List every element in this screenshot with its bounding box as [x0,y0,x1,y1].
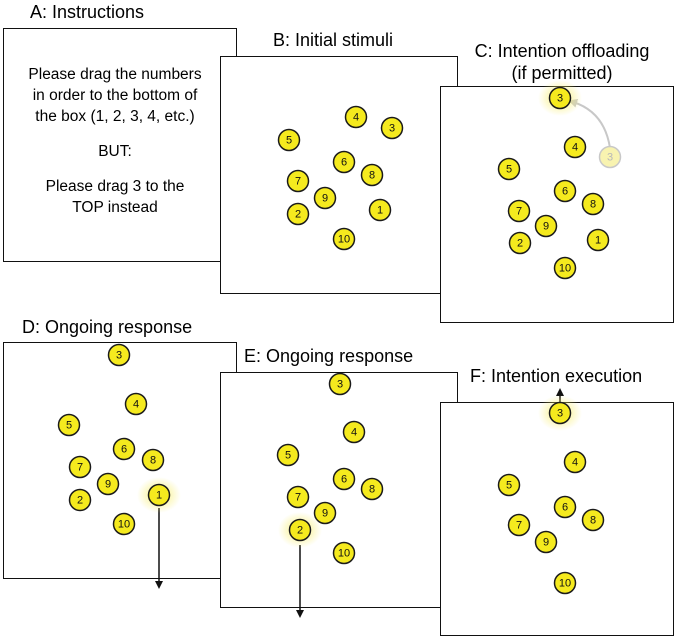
panel-d-title: D: Ongoing response [22,317,193,337]
panel-f-title: F: Intention execution [470,366,643,386]
panel-e-box [220,372,458,608]
panel-c-title-line2: (if permitted) [511,63,613,83]
instruction-line-6: TOP instead [72,199,158,216]
instruction-line-3: the box (1, 2, 3, 4, etc.) [35,108,195,125]
panel-c-title-line1: C: Intention offloading [474,41,650,61]
panel-e-title: E: Ongoing response [244,346,414,366]
instruction-line-4: BUT: [98,143,132,160]
panel-a-box [3,28,237,262]
panel-b-box [220,56,458,294]
instruction-line-2: in order to the bottom of [32,87,198,104]
panel-c-title: C: Intention offloading (if permitted) [462,40,662,84]
instructions-text: Please drag the numbers in order to the … [3,64,227,218]
instruction-line-1: Please drag the numbers [28,66,202,83]
instruction-line-5: Please drag 3 to the [45,178,185,195]
panel-a-title: A: Instructions [30,2,145,22]
panel-c-box [440,86,674,323]
panel-f-box [440,402,674,636]
panel-d-box [3,342,237,579]
panel-b-title: B: Initial stimuli [273,30,394,50]
